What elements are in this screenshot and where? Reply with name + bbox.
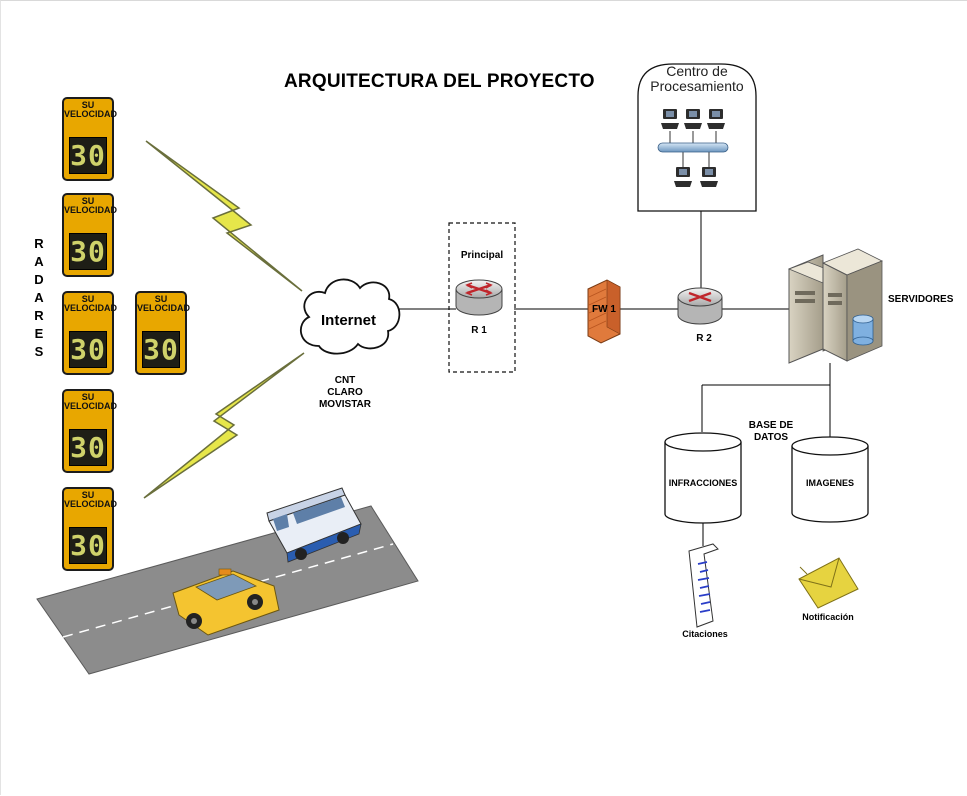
radar-speed-display: 30 (69, 429, 107, 466)
citaciones-label: Citaciones (682, 629, 728, 639)
network-links (399, 206, 831, 546)
wireless-link-lower (143, 352, 305, 499)
servers-icon (787, 248, 883, 364)
radares-letter: A (34, 290, 44, 305)
wireless-link-upper (145, 140, 303, 292)
radares-letter: A (34, 254, 44, 269)
firewall-label: FW 1 (592, 304, 616, 315)
diagram-title: ARQUITECTURA DEL PROYECTO (284, 71, 595, 92)
citation-scroll-icon (688, 543, 719, 628)
radares-letter: R (34, 308, 44, 323)
radar-speed-display: 30 (69, 331, 107, 368)
principal-label: Principal (460, 250, 504, 261)
envelope-icon (798, 557, 859, 609)
db-infracciones-cylinder (664, 432, 742, 524)
radar-speed-display: 30 (142, 331, 180, 368)
workstation-icons (661, 109, 725, 187)
router-r2-label: R 2 (696, 333, 712, 344)
radar-speed-display: 30 (69, 137, 107, 174)
router-r1-label: R 1 (471, 325, 487, 336)
bus-icon (266, 487, 362, 563)
radares-letter: D (34, 272, 44, 287)
db-imagenes-label: IMAGENES (805, 478, 854, 488)
isp-label: CNT (334, 375, 356, 386)
taxi-icon (172, 568, 280, 636)
lan-backbone (657, 131, 729, 167)
db-infracciones-label: INFRACCIONES (668, 478, 738, 488)
radares-letter: R (34, 236, 44, 251)
db-imagenes-cylinder (791, 436, 869, 523)
processing-center-box (637, 63, 757, 212)
router-r2-icon (677, 287, 723, 325)
firewall-icon (587, 279, 621, 344)
principal-box (448, 222, 516, 373)
radar-speed-display: 30 (69, 233, 107, 270)
notificacion-label: Notificación (802, 612, 854, 622)
internet-label: Internet (321, 312, 377, 329)
isp-label: CLARO (327, 387, 363, 398)
radares-letter: E (34, 326, 44, 341)
radar-speed-display: 30 (69, 527, 107, 564)
radares-letter: S (34, 344, 44, 359)
isp-label: MOVISTAR (318, 399, 372, 410)
internet-cloud (300, 278, 401, 355)
servers-label: SERVIDORES (888, 294, 954, 305)
router-r1-icon (455, 279, 503, 316)
